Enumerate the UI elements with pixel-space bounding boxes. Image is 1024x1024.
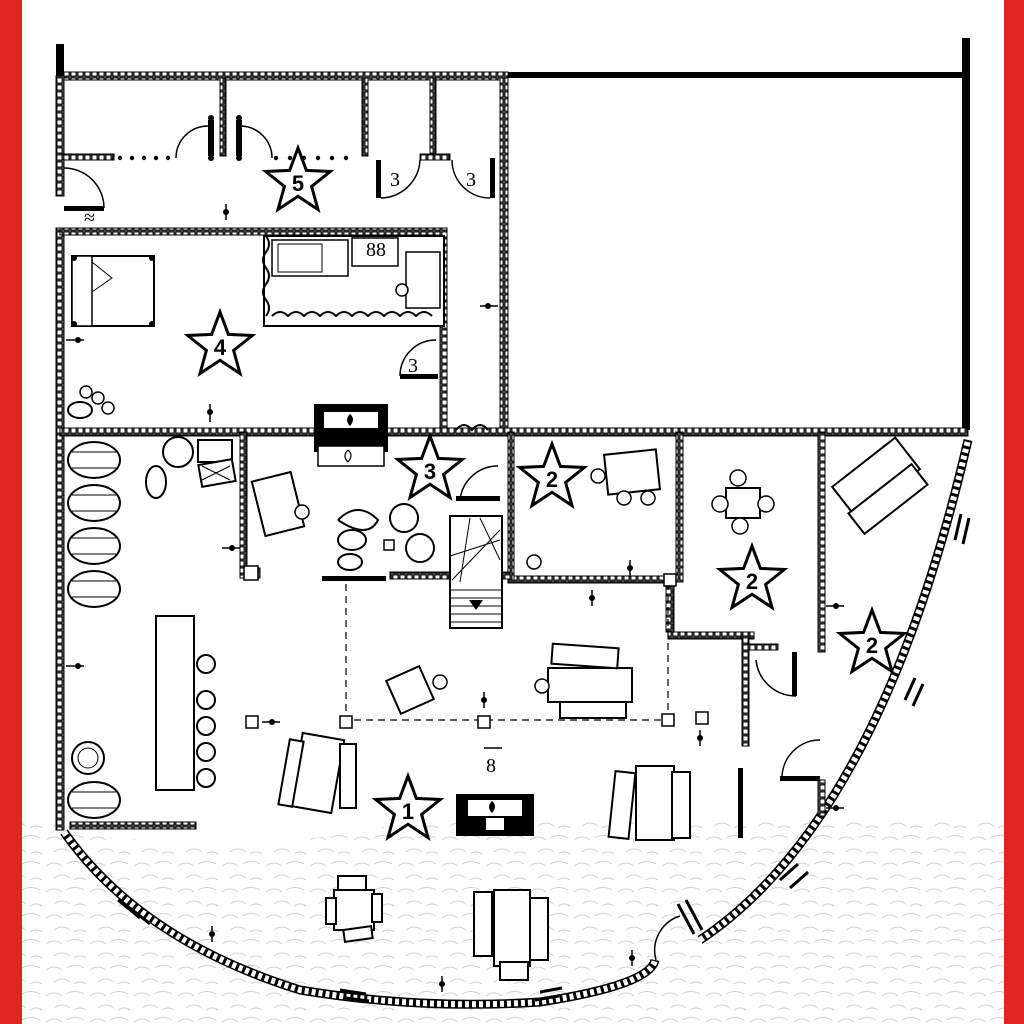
barrel (67, 441, 121, 479)
room-key-number: 5 (292, 171, 304, 196)
room-key-star-2b: 2 (715, 541, 789, 611)
long-table (493, 889, 531, 967)
sink-stand (351, 237, 399, 267)
svg-text:8: 8 (366, 239, 376, 261)
bar-counter (155, 615, 216, 791)
barrel (67, 781, 121, 819)
right-frame-border (1004, 0, 1024, 1024)
room-key-number: 1 (402, 799, 414, 824)
star-icon (515, 439, 589, 509)
room-key-star-3: 3 (393, 431, 467, 501)
svg-text:≈: ≈ (84, 207, 95, 229)
barrel (67, 570, 121, 608)
dining-table (547, 667, 633, 703)
barrel-end (405, 533, 435, 563)
star-icon (715, 541, 789, 611)
room-key-star-1: 1 (371, 771, 445, 841)
bar-stool (196, 768, 216, 788)
barrel-end (389, 503, 419, 533)
dining-table (602, 448, 662, 496)
barrel-end (71, 741, 105, 775)
kitchen-room (243, 470, 435, 581)
room-key-number: 2 (546, 467, 558, 492)
bar-stool (196, 716, 216, 736)
long-table (635, 765, 675, 841)
toilet-label-right: 3 (466, 169, 476, 191)
barrel-storage (66, 436, 240, 819)
left-frame-border (0, 0, 22, 1024)
upper-fireplace (314, 404, 388, 467)
barrel (67, 527, 121, 565)
outer-walls (55, 38, 973, 1009)
svg-text:3: 3 (408, 355, 418, 377)
room-key-star-2a: 2 (515, 439, 589, 509)
drain-label: 8 (376, 239, 386, 261)
sack (145, 465, 167, 499)
kitchen-table (250, 470, 306, 538)
staircase (449, 424, 503, 629)
bar-stool (196, 654, 216, 674)
dining-table (333, 889, 375, 931)
drain-label: 8 (486, 755, 496, 777)
room-key-star-5: 5 (261, 143, 335, 213)
star-icon (261, 143, 335, 213)
main-hall: 8 (209, 573, 743, 992)
bar-stool (196, 742, 216, 762)
private-rooms (526, 436, 929, 811)
barrel (67, 484, 121, 522)
star-icon (393, 431, 467, 501)
toilet-label-left: 3 (390, 169, 400, 191)
room-key-number: 3 (424, 459, 436, 484)
room-key-number: 4 (214, 335, 227, 360)
star-icon (183, 307, 257, 377)
bar-stool (196, 690, 216, 710)
main-fireplace (456, 794, 534, 836)
top-corridor: ≈ 3 3 (63, 115, 495, 229)
dining-table (384, 664, 436, 716)
star-icon (835, 605, 909, 675)
interior-walls (59, 77, 969, 830)
room-key-star-2c: 2 (835, 605, 909, 675)
star-icon (371, 771, 445, 841)
dining-table (847, 462, 929, 536)
dining-table (725, 487, 761, 519)
room-key-number: 2 (746, 569, 758, 594)
barrel-end (162, 436, 194, 468)
room-key-number: 2 (866, 633, 878, 658)
crate (197, 439, 233, 463)
room-key-star-4: 4 (183, 307, 257, 377)
bedroom: 8 3 (66, 235, 498, 422)
